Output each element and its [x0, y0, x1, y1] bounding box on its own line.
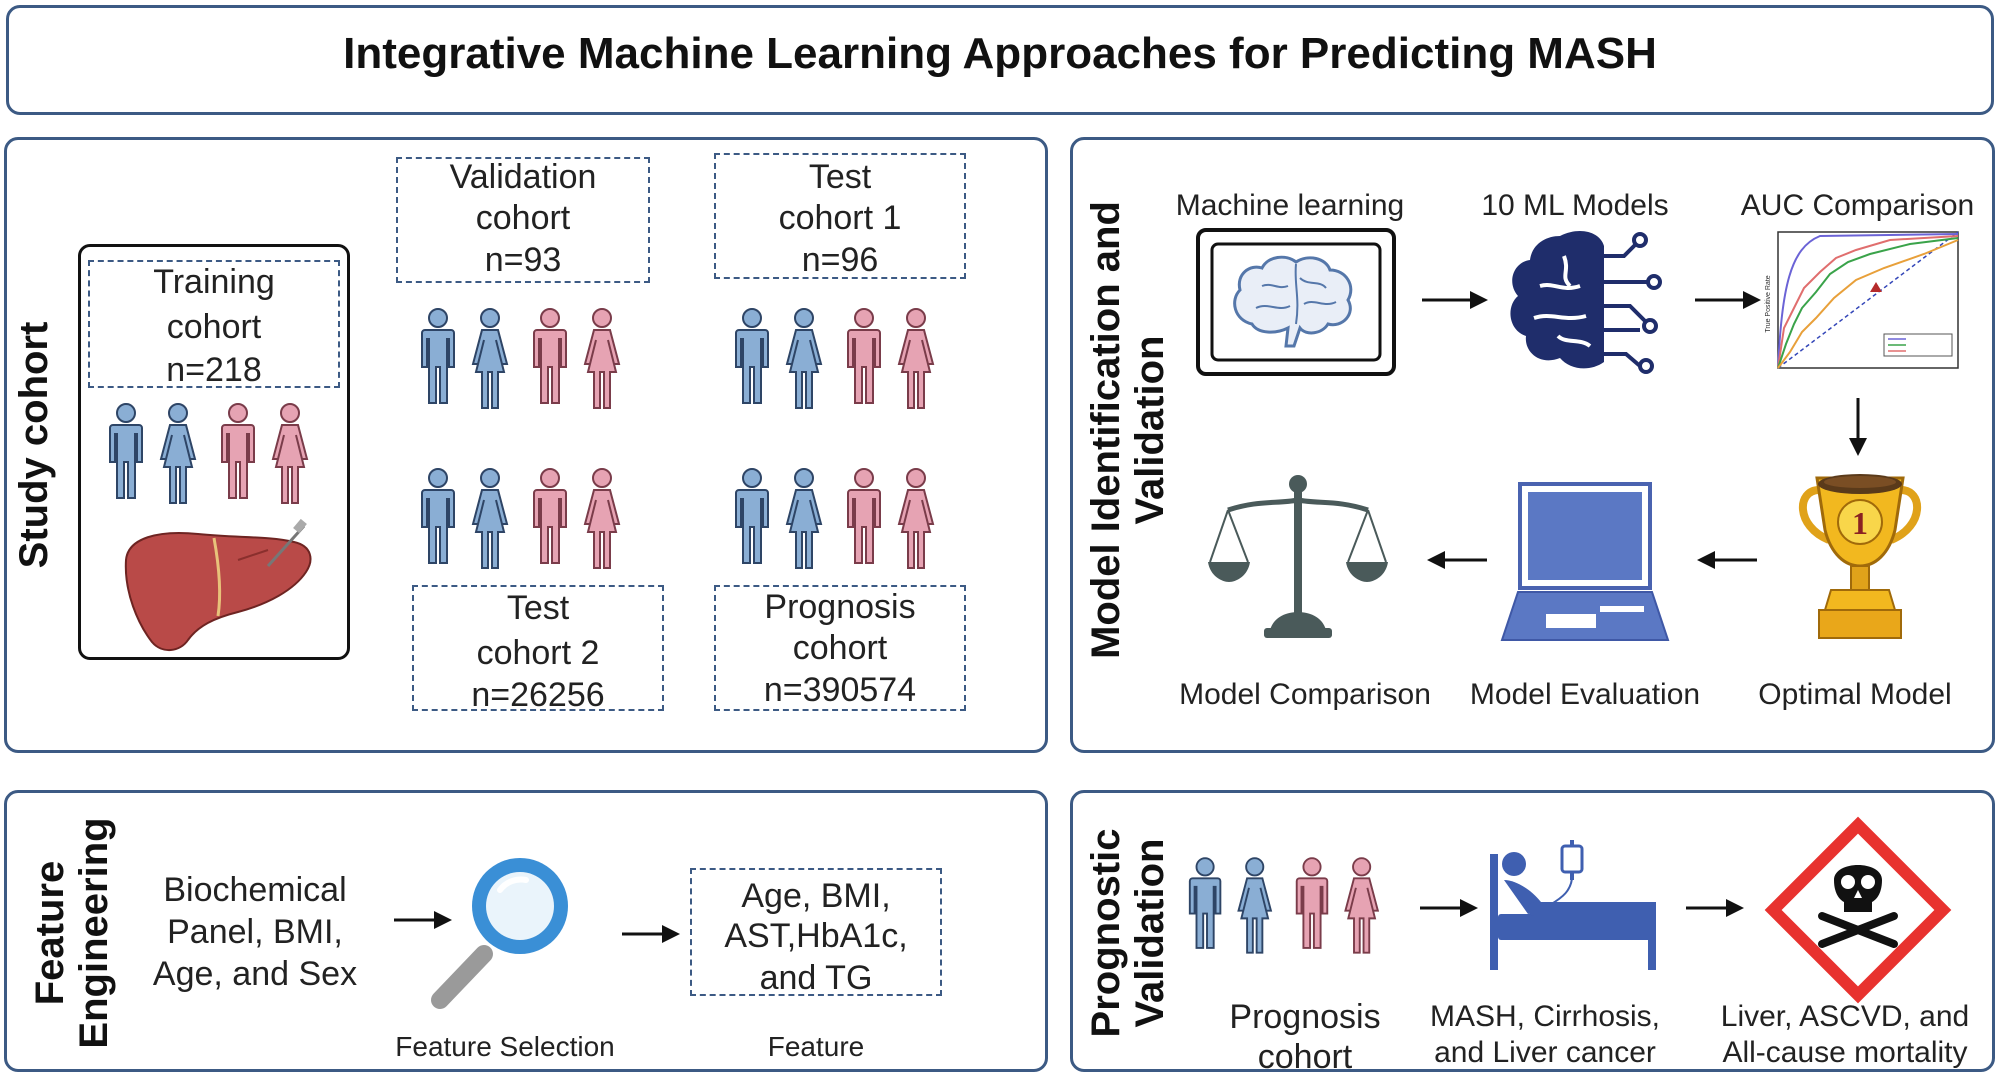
input-variables-line2: Panel, BMI, — [167, 913, 343, 951]
prognostic-validation-title-line2: Validation — [1128, 838, 1172, 1028]
test-cohort-2-line1: Test — [506, 589, 570, 627]
arrow-optimal-to-evaluation — [1697, 551, 1757, 569]
prognosis-cohort-line2: cohort — [792, 629, 888, 667]
title-box — [6, 5, 1994, 115]
prognosis-cohort-box — [714, 585, 966, 711]
laptop-icon — [1500, 482, 1670, 641]
prognosis-people-icons — [735, 468, 934, 569]
validation-cohort-count: n=93 — [484, 241, 562, 279]
training-cohort-label-box — [88, 260, 340, 388]
balance-scale-icon — [1208, 475, 1388, 638]
arrow-models-to-auc — [1695, 291, 1761, 309]
hospital-bed-icon — [1490, 840, 1656, 970]
training-cohort-line2: cohort — [166, 308, 262, 346]
optimal-model-label: Optimal Model — [1758, 678, 1952, 711]
feature-engineering-title-line2: Engineering — [72, 817, 116, 1049]
arrow-cohort-to-outcomes — [1420, 899, 1478, 917]
test1-people-icons — [735, 308, 934, 409]
outcome2-line2: All-cause mortality — [1722, 1036, 1968, 1069]
test-cohort-2-box — [412, 585, 664, 711]
machine-learning-label: Machine learning — [1175, 189, 1405, 222]
ml-brain-circuit-icon — [1510, 231, 1662, 374]
arrow-selection-to-features — [622, 925, 680, 943]
validation-people-icons — [421, 308, 620, 409]
arrow-ml-to-models — [1422, 291, 1488, 309]
outcome1-line2: and Liver cancer — [1434, 1036, 1656, 1069]
feature-engineering-title-line1: Feature — [28, 860, 72, 1006]
input-variables-line3: Age, and Sex — [152, 955, 358, 993]
test-cohort-1-line2: cohort 1 — [778, 199, 902, 237]
test-cohort-1-box — [714, 153, 966, 279]
training-cohort-count: n=218 — [166, 351, 262, 389]
prognostic-validation-title: Prognostic Validation — [1084, 829, 1172, 1038]
arrow-outcomes-to-mortality — [1686, 899, 1744, 917]
test-cohort-1-line1: Test — [808, 158, 872, 196]
training-cohort-frame — [78, 244, 350, 660]
prognosis-cohort-bottom-line2: cohort — [1257, 1038, 1353, 1076]
selected-features-line2: AST,HbA1c, — [724, 917, 908, 955]
validation-cohort-box — [396, 157, 650, 283]
model-comparison-label: Model Comparison — [1179, 678, 1431, 711]
validation-cohort-line2: cohort — [475, 199, 571, 237]
outcome2-line1: Liver, ASCVD, and — [1720, 1000, 1970, 1033]
feature-engineering-title: Feature Engineering — [28, 817, 116, 1048]
validation-cohort-line1: Validation — [449, 158, 597, 196]
prognosis-cohort-people-icons — [1188, 857, 1379, 954]
training-people-icons — [109, 403, 308, 504]
trophy-icon: 1 — [1799, 474, 1921, 639]
outcome1-line1: MASH, Cirrhosis, — [1429, 1000, 1661, 1033]
feature-label: Feature — [767, 1031, 865, 1062]
monitor-brain-icon — [1196, 228, 1396, 376]
training-cohort-line1: Training — [153, 263, 275, 301]
prognostic-validation-title-line1: Prognostic — [1084, 828, 1128, 1038]
model-identification-title-line2: Validation — [1128, 335, 1172, 525]
model-identification-title: Model Identification and Validation — [1084, 201, 1172, 659]
prognosis-cohort-bottom-line1: Prognosis — [1229, 998, 1381, 1036]
model-evaluation-label: Model Evaluation — [1469, 678, 1701, 711]
page-title: Integrative Machine Learning Approaches … — [343, 29, 1657, 78]
study-cohort-title: Study cohort — [12, 321, 56, 569]
test-cohort-2-line2: cohort 2 — [476, 634, 600, 672]
trophy-number: 1 — [1852, 505, 1868, 541]
selected-features-line3: and TG — [759, 959, 873, 997]
prognosis-cohort-line1: Prognosis — [764, 588, 916, 626]
model-identification-title-line1: Model Identification and — [1084, 201, 1128, 659]
auc-comparison-label: AUC Comparison — [1740, 189, 1975, 222]
feature-selection-label: Feature Selection — [395, 1031, 615, 1062]
roc-curve-chart: True Positive Rate — [1765, 231, 1959, 369]
arrow-auc-to-optimal — [1849, 398, 1867, 456]
arrow-input-to-selection — [394, 911, 452, 929]
magnifier-icon — [431, 858, 568, 1009]
roc-ylabel: True Positive Rate — [1765, 275, 1772, 332]
selected-features-box — [690, 868, 942, 996]
prognosis-cohort-count: n=390574 — [763, 671, 917, 709]
test-cohort-2-count: n=26256 — [471, 676, 605, 714]
test2-people-icons — [421, 468, 620, 569]
arrow-evaluation-to-comparison — [1427, 551, 1487, 569]
liver-icon — [124, 518, 312, 651]
test-cohort-1-count: n=96 — [801, 241, 879, 279]
ml-models-label: 10 ML Models — [1481, 189, 1669, 222]
skull-hazard-icon — [1764, 816, 1952, 1004]
input-variables-line1: Biochemical — [163, 871, 347, 909]
selected-features-line1: Age, BMI, — [741, 877, 891, 915]
